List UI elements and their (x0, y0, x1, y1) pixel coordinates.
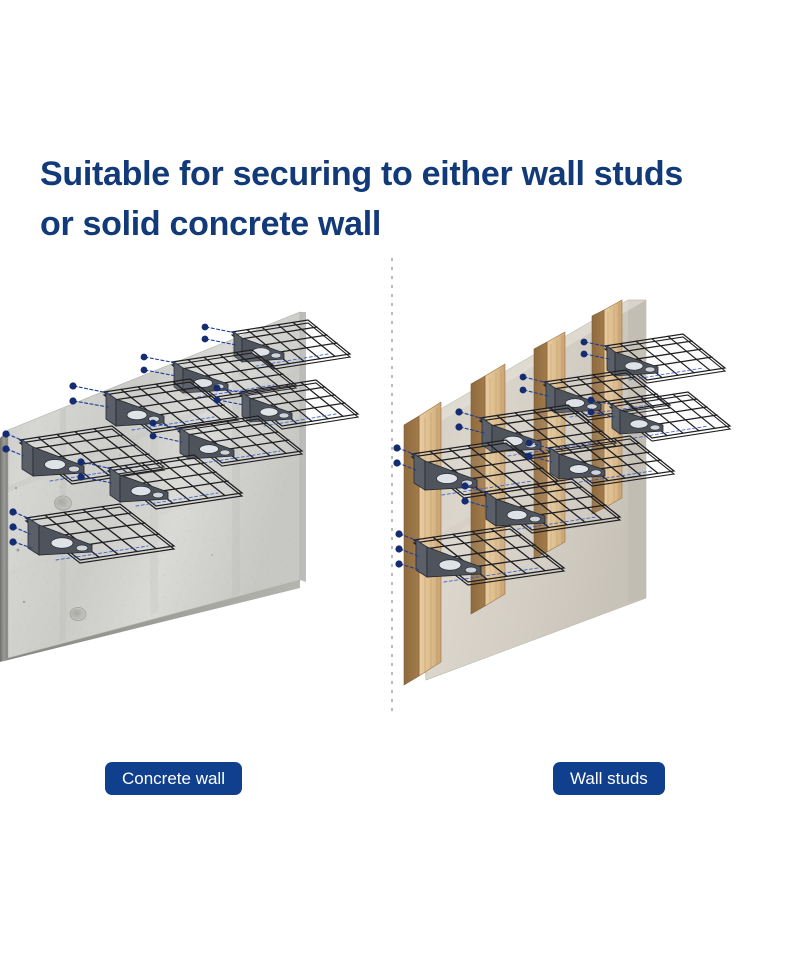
illustration-area (0, 250, 800, 740)
anchor-bolt (201, 323, 329, 367)
shelf-bracket (549, 447, 606, 480)
shelf-bracket (179, 427, 235, 460)
shelf-bracket (27, 517, 93, 556)
shelf-unit (69, 378, 240, 434)
shelf-unit (461, 478, 622, 534)
shelf-unit (149, 415, 304, 467)
badge-concrete-wall: Concrete wall (105, 762, 242, 795)
anchor-bolt (69, 382, 215, 431)
anchor-screw (461, 482, 597, 531)
shelf-bracket (241, 391, 293, 423)
anchor-screw (395, 530, 539, 583)
anchor-screw (393, 444, 533, 496)
vertical-dotted-divider (391, 258, 393, 716)
anchor-bolt (77, 458, 219, 507)
shelf-bracket (415, 539, 482, 578)
anchor-screw (580, 338, 704, 381)
shelf-unit (201, 319, 352, 370)
anchor-bolt (2, 430, 139, 482)
shelf-bracket (611, 403, 664, 435)
page-title: Suitable for securing to either wall stu… (40, 154, 683, 243)
shelf-unit (395, 525, 566, 586)
anchor-bolt (9, 508, 149, 561)
wall-studs-svg (393, 299, 732, 686)
shelf-unit (213, 379, 360, 430)
shelf-unit (77, 454, 244, 510)
shelf-assemblies (393, 333, 732, 586)
anchor-screw (519, 373, 649, 418)
concrete-wall-svg (0, 311, 360, 662)
shelf-bracket (109, 467, 169, 503)
anchor-bolt (213, 384, 337, 427)
shelf-unit (9, 503, 176, 564)
shelf-unit (525, 435, 676, 487)
wall-studs-illustration (392, 250, 800, 740)
concrete-wall-illustration (0, 250, 392, 740)
shelf-bracket (485, 491, 546, 527)
anchor-screw (587, 396, 709, 439)
badge-wall-studs: Wall studs (553, 762, 665, 795)
shelf-bracket (105, 391, 165, 427)
shelf-assemblies (2, 319, 360, 564)
anchor-screw (455, 408, 593, 457)
anchor-screw (525, 439, 653, 484)
shelf-unit (587, 391, 732, 442)
shelf-bracket (545, 381, 602, 414)
anchor-bolt (149, 419, 281, 464)
shelf-bracket (21, 439, 85, 477)
shelf-unit (580, 333, 727, 384)
